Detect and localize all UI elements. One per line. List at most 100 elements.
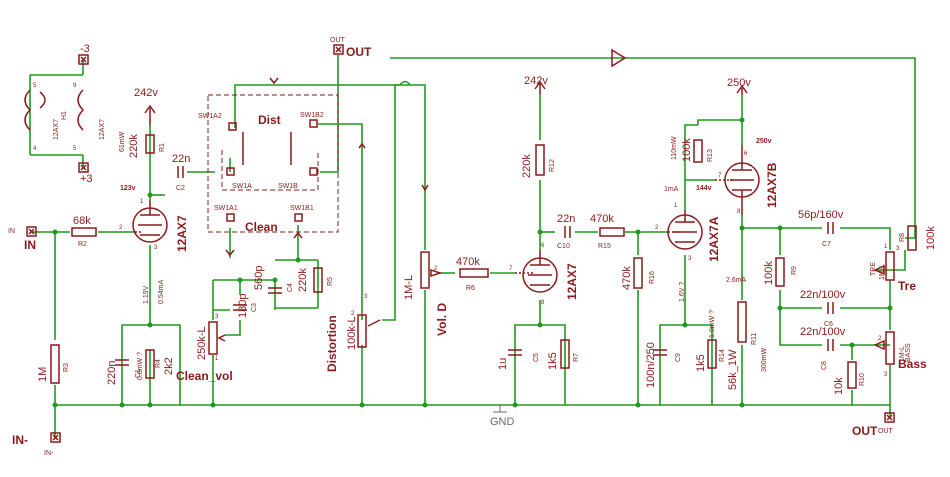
svg-text:2: 2 bbox=[655, 225, 659, 231]
svg-text:3: 3 bbox=[364, 294, 368, 300]
pot-bass-label[interactable]: Bass bbox=[898, 357, 927, 371]
label-in-minus-small: IN- bbox=[44, 450, 54, 457]
c5-value: 1u bbox=[497, 358, 509, 370]
heater-label-c: H1 bbox=[61, 111, 68, 120]
r15-value: 470k bbox=[590, 213, 614, 225]
r5-value: 220k bbox=[297, 268, 309, 292]
junction-dots bbox=[52, 117, 893, 408]
resistor-bodies bbox=[50, 134, 917, 389]
switch-sw1a: SW1A bbox=[232, 183, 252, 190]
label-out-bottom: OUT bbox=[852, 424, 878, 438]
svg-text:2: 2 bbox=[119, 225, 123, 231]
svg-text:1: 1 bbox=[140, 199, 144, 205]
svg-text:1: 1 bbox=[674, 203, 678, 209]
switch-sw1b2: SW1B2 bbox=[300, 112, 324, 119]
c7-id: C7 bbox=[822, 241, 831, 248]
r14-id: R14 bbox=[719, 349, 726, 362]
svg-text:8: 8 bbox=[737, 209, 741, 215]
r6-id: R6 bbox=[466, 285, 475, 292]
wires bbox=[29, 55, 916, 438]
c8-id: C8 bbox=[821, 361, 828, 370]
pad-out[interactable] bbox=[333, 44, 344, 55]
c2-value: 22n bbox=[172, 153, 190, 165]
c9-value: 100n/250 bbox=[645, 342, 657, 388]
heater-label-b: 12AX7 bbox=[99, 119, 106, 140]
r2-value: 68k bbox=[73, 215, 91, 227]
pot-distortion-label[interactable]: Distortion bbox=[325, 315, 339, 372]
r4-id: R4 bbox=[155, 359, 162, 368]
heater-label-a: 12AX7 bbox=[53, 119, 60, 140]
r11-value: 56k_1W bbox=[727, 349, 739, 390]
pot-vold-label[interactable]: Vol. D bbox=[435, 303, 449, 336]
svg-text:2: 2 bbox=[878, 336, 882, 342]
pot-bass-ref: BASS bbox=[905, 343, 912, 362]
c4-value: 560p bbox=[253, 266, 265, 290]
r16-value: 470k bbox=[621, 266, 633, 290]
pot-treble-label[interactable]: Tre bbox=[898, 279, 916, 293]
label-out-bottom-small: OUT bbox=[878, 428, 894, 435]
pad-out-bottom[interactable] bbox=[884, 412, 895, 423]
r12-value: 220k bbox=[521, 154, 533, 178]
c10-id: C10 bbox=[557, 243, 570, 250]
svg-text:6: 6 bbox=[744, 151, 748, 157]
svg-text:4: 4 bbox=[33, 146, 37, 152]
r1-note: 61mW bbox=[119, 131, 126, 152]
svg-text:5: 5 bbox=[73, 146, 77, 152]
svg-text:6: 6 bbox=[541, 243, 545, 249]
svg-text:2: 2 bbox=[351, 311, 355, 317]
switch-dist-label[interactable]: Dist bbox=[258, 113, 281, 127]
r1-value: 220k bbox=[128, 134, 140, 158]
note-v3-cathode-v: 1.6V ? bbox=[679, 282, 686, 302]
svg-text:1: 1 bbox=[215, 356, 219, 362]
label-in-small: IN bbox=[8, 228, 15, 235]
c1-value: 220n bbox=[106, 361, 118, 385]
power-arrows bbox=[144, 80, 748, 125]
pot-treble-ref: TRE bbox=[870, 262, 877, 276]
pad-plus3[interactable] bbox=[78, 162, 89, 173]
label-minus3: -3 bbox=[80, 43, 90, 55]
capacitor-plates bbox=[115, 166, 834, 366]
c1-id: C1 bbox=[135, 369, 142, 378]
label-242v-mid: 242v bbox=[524, 75, 548, 87]
pot-distortion-value: 100k-L bbox=[346, 316, 358, 350]
r11-id: R11 bbox=[751, 333, 758, 345]
svg-text:3: 3 bbox=[884, 372, 888, 378]
r4-value: 2k2 bbox=[163, 357, 175, 375]
label-123v: 123v bbox=[120, 185, 136, 192]
pad-minus3[interactable] bbox=[78, 54, 89, 65]
label-144v: 144v bbox=[696, 185, 712, 192]
r15-id: R15 bbox=[598, 243, 611, 250]
r13-value: 100k bbox=[681, 138, 693, 162]
r9-value: 100k bbox=[763, 261, 775, 285]
r3-id: R3 bbox=[63, 363, 70, 372]
r9-id: R9 bbox=[791, 266, 798, 275]
svg-text:3: 3 bbox=[688, 256, 692, 262]
pot-clean-vol-value: 250k-L bbox=[196, 326, 208, 360]
note-v1-cathode-i: 0.54mA bbox=[158, 280, 165, 304]
c10-value: 22n bbox=[557, 213, 575, 225]
r11-note: 300mW bbox=[761, 347, 768, 372]
tube-v3b bbox=[715, 145, 760, 215]
pot-bass-value: 1M-L bbox=[899, 346, 906, 362]
svg-text:3: 3 bbox=[154, 245, 158, 251]
pad-in[interactable] bbox=[26, 226, 37, 237]
ground-symbol: GND bbox=[490, 405, 515, 428]
r10-value: 10k bbox=[833, 377, 845, 395]
pad-in-minus[interactable] bbox=[50, 432, 61, 443]
c6-value: 22n/100v bbox=[800, 289, 846, 301]
label-plus3: +3 bbox=[80, 173, 93, 185]
switch-clean-label[interactable]: Clean bbox=[245, 220, 278, 234]
svg-text:1: 1 bbox=[884, 244, 888, 250]
svg-text:3: 3 bbox=[215, 314, 219, 320]
svg-text:2: 2 bbox=[434, 266, 438, 272]
connector-pads bbox=[26, 44, 895, 443]
svg-text:7: 7 bbox=[718, 173, 722, 179]
tube-v1-label: 12AX7 bbox=[175, 215, 189, 252]
label-out-small: OUT bbox=[330, 37, 346, 44]
tube-v2-label: 12AX7 bbox=[565, 263, 579, 300]
pin-numbers: 1 2 3 6 7 8 1 2 3 6 7 8 2 2 1 3 3 1 3 3 … bbox=[119, 151, 900, 378]
note-v3-anode-i: 1mA bbox=[664, 186, 679, 193]
r14-value: 1k5 bbox=[695, 354, 707, 372]
r2-id: R2 bbox=[78, 241, 87, 248]
pot-clean-vol-label[interactable]: Clean_vol bbox=[176, 369, 233, 383]
